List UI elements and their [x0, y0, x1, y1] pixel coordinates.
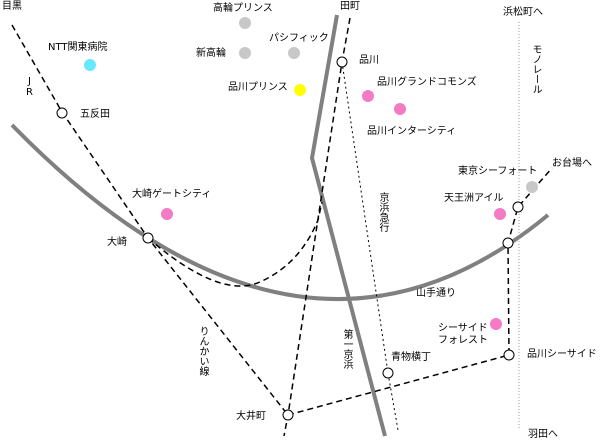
tennozu-isle-dot: [494, 208, 506, 220]
line-yamate-dori-label: 山手通り: [416, 288, 456, 299]
direction-haneda: 羽田へ: [528, 429, 558, 440]
station-shinagawa-marker: [336, 56, 348, 68]
takanawa-prince-dot: [239, 17, 251, 29]
intercity-dot: [394, 103, 406, 115]
tokyo-seafort-label: 東京シーフォート: [458, 166, 538, 177]
shin-takanawa-label: 新高輪: [196, 48, 226, 59]
intercity-label: 品川インターシティ: [367, 126, 457, 137]
grand-commons-dot: [362, 90, 374, 102]
osaki-gate-city-dot: [161, 208, 173, 220]
rinkai-line: [147, 201, 323, 287]
direction-meguro: 目黒: [2, 1, 22, 12]
station-gotanda-marker: [56, 107, 68, 119]
yamate-dori-road: [10, 123, 550, 301]
station-tennozu-label: 天王洲アイル: [444, 193, 504, 204]
line-keikyu-label: 京浜急行: [377, 192, 388, 232]
shinagawa-prince-label: 品川プリンス: [228, 82, 288, 93]
takanawa-prince-label: 高輪プリンス: [213, 3, 273, 14]
station-gotanda-label: 五反田: [80, 109, 110, 120]
ntt-hospital-dot: [84, 59, 96, 71]
seaside-forest-dot: [490, 318, 502, 330]
line-jr-label: JR: [24, 76, 35, 98]
station-osaki-label: 大崎: [107, 237, 127, 248]
tokyo-seafort-dot: [526, 181, 538, 193]
station-oimachi-marker: [282, 409, 294, 421]
station-oimachi-label: 大井町: [236, 411, 266, 422]
station-aomono-label: 青物横丁: [391, 352, 431, 363]
grand-commons-label: 品川グランドコモンズ: [377, 77, 477, 88]
line-daiichi-keihin-label: 第一京浜: [341, 329, 352, 369]
station-tennozu-rinkai-marker: [502, 237, 514, 249]
daiichi-keihin-road: [309, 14, 387, 437]
seaside-forest-label: シーサイドフォレスト: [438, 323, 488, 346]
line-monorail-label: モノレール: [530, 44, 541, 94]
station-seaside-marker: [503, 349, 515, 361]
station-tennozu-marker: [512, 201, 524, 213]
line-rinkai-label: りんかい線: [197, 326, 208, 376]
shin-takanawa-dot: [239, 47, 251, 59]
pacific-dot: [288, 47, 300, 59]
pacific-label: パシフィック: [269, 33, 329, 44]
station-seaside-label: 品川シーサイド: [527, 349, 597, 360]
direction-hamamatsucho: 浜松町へ: [503, 7, 543, 18]
direction-odaiba: お台場へ: [552, 158, 592, 169]
osaki-gate-city-label: 大崎ゲートシティ: [132, 189, 212, 200]
direction-tamachi: 田町: [340, 1, 360, 12]
station-osaki-marker: [142, 232, 154, 244]
station-aomono-marker: [382, 367, 394, 379]
station-shinagawa-label: 品川: [359, 55, 379, 66]
shinagawa-prince-dot: [294, 84, 306, 96]
jr-line: [11, 24, 289, 416]
ntt-hospital-label: NTT関東病院: [48, 42, 108, 53]
shinagawa-oimachi-line: [283, 17, 351, 437]
